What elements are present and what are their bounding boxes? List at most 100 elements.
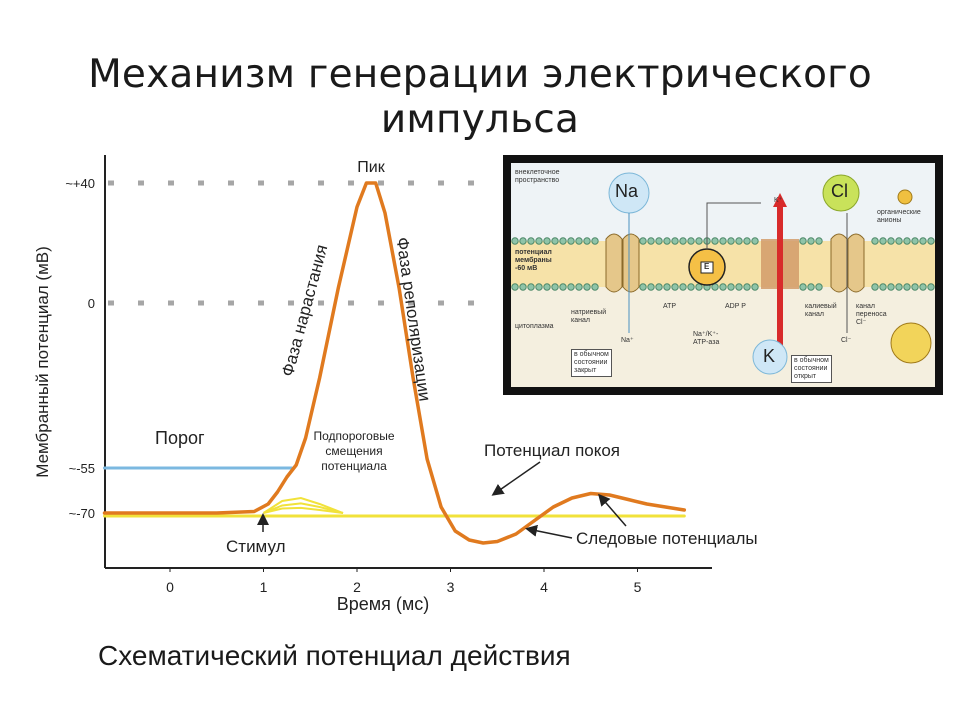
y-tick-label-2: ~-55 [69, 461, 95, 476]
lipid-head-1-22 [727, 283, 735, 291]
lipid-head-1-28 [815, 283, 823, 291]
lipid-head-1-33 [903, 283, 911, 291]
lipid-head-0-3 [535, 237, 543, 245]
lipid-head-0-32 [895, 237, 903, 245]
lipid-head-1-3 [535, 283, 543, 291]
y-axis-title: Мембранный потенциал (мВ) [33, 246, 52, 478]
grid-layer [108, 180, 480, 306]
lipid-head-1-4 [543, 283, 551, 291]
cl-ion-icon [822, 174, 860, 212]
subthreshold-label-1: Подпороговые [313, 429, 394, 443]
organic-anion-bottom-icon [890, 322, 932, 364]
cl-small-label: Cl⁻ [841, 337, 852, 344]
lipid-head-1-24 [743, 283, 751, 291]
y-tick-label-3: ~-70 [69, 506, 95, 521]
threshold-label: Порог [155, 428, 205, 448]
lipid-head-0-2 [527, 237, 535, 245]
lipid-head-0-0 [511, 237, 519, 245]
na-small-label: Na⁺ [621, 337, 634, 344]
lipid-head-0-17 [687, 237, 695, 245]
lipid-head-1-13 [655, 283, 663, 291]
lipid-heads-top [511, 237, 935, 245]
lipid-head-0-10 [591, 237, 599, 245]
lipid-head-1-27 [807, 283, 815, 291]
lipid-head-1-26 [799, 283, 807, 291]
lipid-head-1-5 [551, 283, 559, 291]
k-small-label: K⁺ [774, 197, 783, 204]
lipid-head-0-21 [719, 237, 727, 245]
lipid-head-1-25 [751, 283, 759, 291]
subthreshold-label-2: смещения [325, 444, 382, 458]
lipid-head-1-36 [927, 283, 935, 291]
repolarization-phase-label: Фаза реполяризации [393, 236, 435, 402]
stimulus-label: Стимул [226, 537, 285, 556]
series-layer [102, 181, 687, 545]
lipid-head-0-35 [919, 237, 927, 245]
resting-arrow [491, 461, 541, 496]
trace-arrow-2 [598, 493, 627, 527]
na-channel-icon [605, 233, 640, 293]
chart-caption: Схематический потенциал действия [98, 640, 571, 671]
lipid-head-0-24 [743, 237, 751, 245]
lipid-head-1-35 [919, 283, 927, 291]
lipid-head-0-26 [799, 237, 807, 245]
subthreshold-curve-0 [262, 496, 344, 514]
lipid-head-1-6 [559, 283, 567, 291]
subthreshold-curve-1 [263, 502, 344, 514]
lipid-head-1-9 [583, 283, 591, 291]
na-ion-label: Na [615, 181, 639, 201]
lipid-head-1-34 [911, 283, 919, 291]
k-channel-icon [761, 193, 799, 353]
lipid-head-0-16 [679, 237, 687, 245]
lipid-head-0-27 [807, 237, 815, 245]
lipid-head-0-20 [711, 237, 719, 245]
lipid-head-1-30 [879, 283, 887, 291]
lipid-head-0-29 [871, 237, 879, 245]
lipid-heads-bottom [511, 283, 935, 291]
k-ion-icon [752, 339, 788, 375]
lipid-head-0-33 [903, 237, 911, 245]
adp-label: ADP P [725, 303, 746, 310]
lipid-head-0-31 [887, 237, 895, 245]
pump-label: Na⁺/K⁺-ATP-аза [693, 331, 720, 346]
organic-anion-top-icon [897, 189, 913, 205]
lipid-head-1-15 [671, 283, 679, 291]
x-tick-label-2: 2 [353, 579, 361, 595]
y-tick-label-0: ~+40 [65, 176, 95, 191]
lipid-head-0-23 [735, 237, 743, 245]
lipid-head-0-12 [647, 237, 655, 245]
peak-label: Пик [357, 159, 385, 176]
x-tick-label-1: 1 [260, 579, 268, 595]
resting-potential-label: Потенциал покоя [484, 441, 620, 460]
lipid-head-0-11 [639, 237, 647, 245]
lipid-head-1-21 [719, 283, 727, 291]
lipid-head-1-32 [895, 283, 903, 291]
cytoplasm-label: цитоплазма [515, 323, 554, 330]
lipid-head-0-7 [567, 237, 575, 245]
lipid-head-0-9 [583, 237, 591, 245]
lipid-head-0-5 [551, 237, 559, 245]
slide-title: Механизм генерации электрического импуль… [88, 52, 872, 142]
lipid-head-0-30 [879, 237, 887, 245]
lipid-head-0-22 [727, 237, 735, 245]
lipid-head-1-23 [735, 283, 743, 291]
lipid-head-0-34 [911, 237, 919, 245]
pump-icon [688, 248, 726, 286]
x-tick-label-4: 4 [540, 579, 548, 595]
atp-label: ATP [663, 303, 677, 310]
lipid-head-1-10 [591, 283, 599, 291]
lipid-head-0-36 [927, 237, 935, 245]
lipid-head-0-1 [519, 237, 527, 245]
lipid-head-1-1 [519, 283, 527, 291]
lipid-head-1-8 [575, 283, 583, 291]
lipid-head-0-28 [815, 237, 823, 245]
